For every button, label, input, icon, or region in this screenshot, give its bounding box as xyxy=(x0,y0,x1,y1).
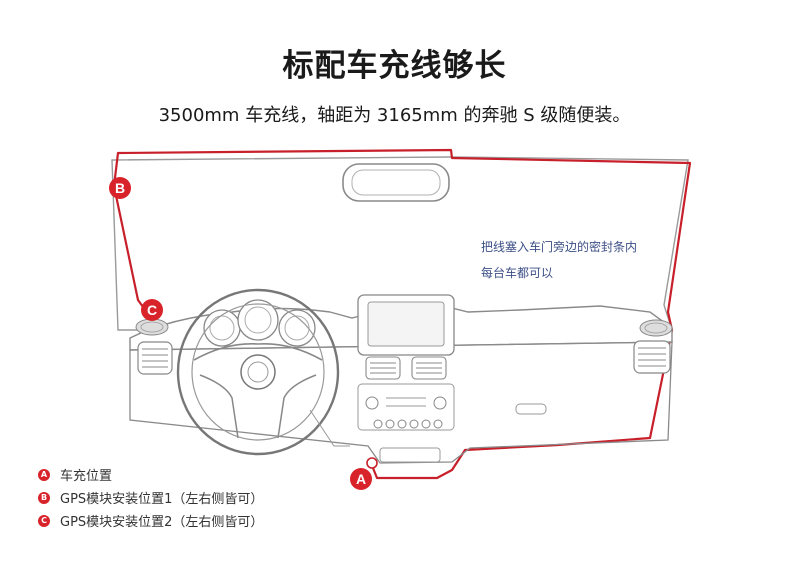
charging-cable xyxy=(112,148,692,480)
legend-badge-b: B xyxy=(38,491,50,504)
marker-c: C xyxy=(141,299,163,321)
marker-b: B xyxy=(109,177,131,199)
windshield-frame xyxy=(111,156,689,331)
steering-wheel xyxy=(176,288,340,456)
cable-routing-note-line-2: 每台车都可以 xyxy=(481,266,554,280)
legend-text-a: 车充位置 xyxy=(60,469,113,484)
legend-text-c: GPS模块安装位置2（左右侧皆可） xyxy=(60,515,264,530)
legend-badge-c: C xyxy=(38,514,50,527)
dashboard-body xyxy=(129,341,673,464)
marker-a: A xyxy=(350,468,372,490)
rear-view-mirror xyxy=(342,163,450,202)
legend: A 车充位置 B GPS模块安装位置1（左右侧皆可） C GPS模块安装位置2（… xyxy=(38,463,263,532)
legend-item-b: B GPS模块安装位置1（左右侧皆可） xyxy=(38,486,263,509)
legend-item-a: A 车充位置 xyxy=(38,463,263,486)
legend-text-b: GPS模块安装位置1（左右侧皆可） xyxy=(60,492,264,507)
legend-badge-a: A xyxy=(38,468,50,481)
legend-item-c: C GPS模块安装位置2（左右侧皆可） xyxy=(38,509,263,532)
page-subtitle: 3500mm 车充线，轴距为 3165mm 的奔驰 S 级随便装。 xyxy=(158,105,631,126)
page-title: 标配车充线够长 xyxy=(282,48,507,84)
cable-routing-note-line-1: 把线塞入车门旁边的密封条内 xyxy=(481,240,638,254)
